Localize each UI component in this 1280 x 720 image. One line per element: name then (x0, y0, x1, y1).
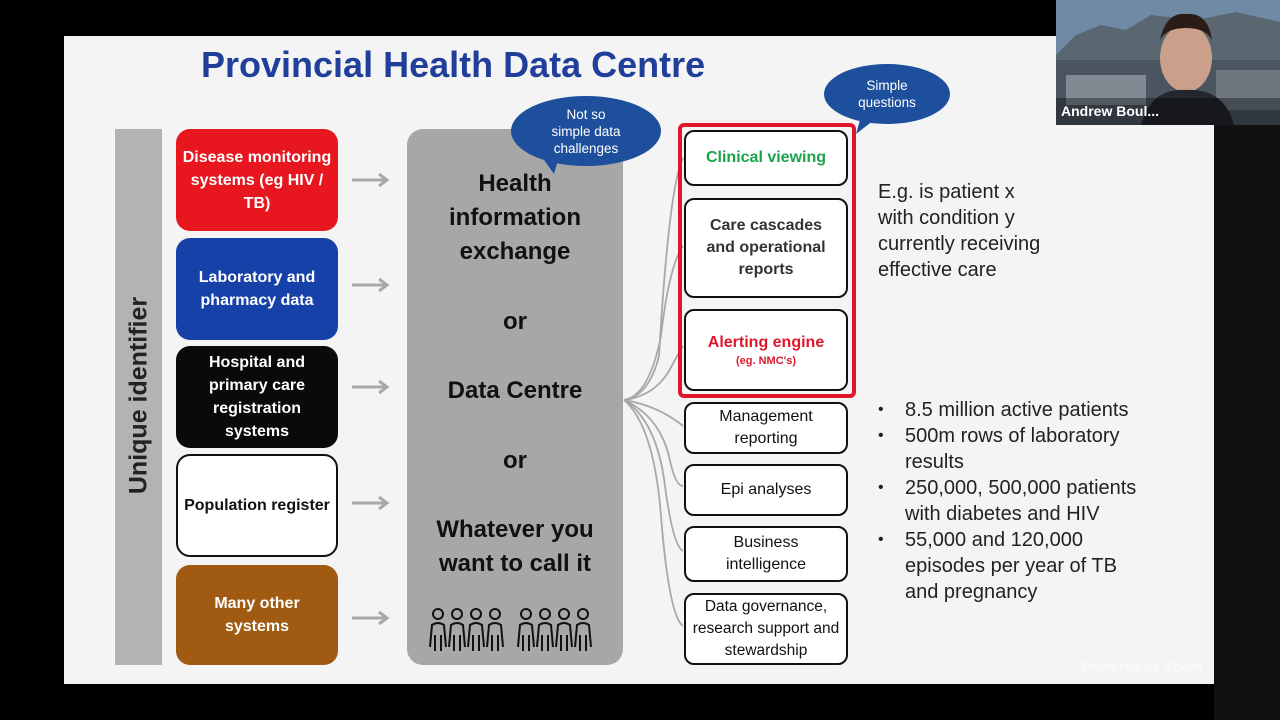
arrow-icon (352, 380, 390, 394)
arrow-icon (352, 278, 390, 292)
unique-identifier-bar: Unique identifier (115, 129, 162, 665)
unique-identifier-label: Unique identifier (124, 296, 153, 495)
stat-item-text: 8.5 million active patients (905, 399, 1129, 421)
bubble-tail-icon (544, 160, 558, 174)
participant-name: Andrew Boul... (1061, 103, 1159, 119)
highlight-box (678, 123, 856, 398)
stat-item: •500m rows of laboratory results (878, 425, 1120, 473)
hub-text-line2: information (449, 204, 581, 231)
hub-or-2: or (503, 447, 527, 474)
output-management-reporting: Management reporting (684, 402, 848, 454)
output-care-cascades: Care cascades and operational reports (684, 198, 848, 298)
arrow-icon (352, 173, 390, 187)
stats-list: •8.5 million active patients •500m rows … (878, 397, 1153, 605)
bubble-left-line2: simple data (551, 123, 621, 139)
hub-text-line4: Data Centre (447, 377, 583, 404)
bubble-left-line3: challenges (553, 140, 619, 156)
bubble-right-line1: Simple (866, 78, 908, 93)
stat-item: •250,000, 500,000 patients with diabetes… (878, 477, 1137, 525)
source-laboratory-pharmacy: Laboratory and pharmacy data (176, 238, 338, 340)
bubble-simple-questions: Simple questions (824, 64, 950, 124)
participant-video-image (1056, 0, 1280, 125)
output-epi-analyses: Epi analyses (684, 464, 848, 516)
example-question-text: E.g. is patient x with condition y curre… (878, 181, 1041, 281)
presentation-slide: Provincial Health Data Centre Unique ide… (64, 36, 1214, 684)
stat-item-text: 250,000, 500,000 patients with diabetes … (905, 477, 1137, 525)
output-business-intelligence: Business intelligence (684, 526, 848, 582)
alerting-engine-subtitle: (eg. NMC's) (735, 355, 797, 367)
hub-text-line1: Health (478, 170, 552, 197)
zoom-watermark: Powered by Zoom (1082, 658, 1203, 674)
source-disease-monitoring: Disease monitoring systems (eg HIV / TB) (176, 129, 338, 231)
hub-text-line3: exchange (459, 238, 571, 265)
output-alerting-engine: Alerting engine (eg. NMC's) (684, 309, 848, 391)
output-data-governance: Data governance, research support and st… (684, 593, 848, 665)
arrow-icon (352, 611, 390, 625)
stat-item-text: 55,000 and 120,000 episodes per year of … (905, 529, 1117, 603)
people-icon (429, 608, 592, 652)
stat-item-text: 500m rows of laboratory results (905, 425, 1120, 473)
alerting-engine-title: Alerting engine (707, 334, 825, 351)
bubble-left-line1: Not so (566, 106, 606, 122)
stat-item: •8.5 million active patients (878, 399, 1129, 421)
source-hospital-registration: Hospital and primary care registration s… (176, 346, 338, 448)
stat-item: •55,000 and 120,000 episodes per year of… (878, 529, 1117, 603)
output-clinical-viewing: Clinical viewing (684, 130, 848, 186)
participant-video[interactable]: Andrew Boul... (1056, 0, 1280, 125)
source-population-register: Population register (176, 454, 338, 557)
slide-title: Provincial Health Data Centre (201, 44, 706, 85)
arrow-icon (352, 496, 390, 510)
hub-or-1: or (503, 308, 527, 335)
bubble-right-line2: questions (858, 95, 916, 110)
hub-text-line6: want to call it (438, 550, 591, 577)
health-information-exchange-hub: Health information exchange or Data Cent… (407, 129, 623, 665)
bubble-tail-icon (856, 120, 874, 134)
hub-text-line5: Whatever you (436, 516, 594, 543)
source-many-other-systems: Many other systems (176, 565, 338, 665)
